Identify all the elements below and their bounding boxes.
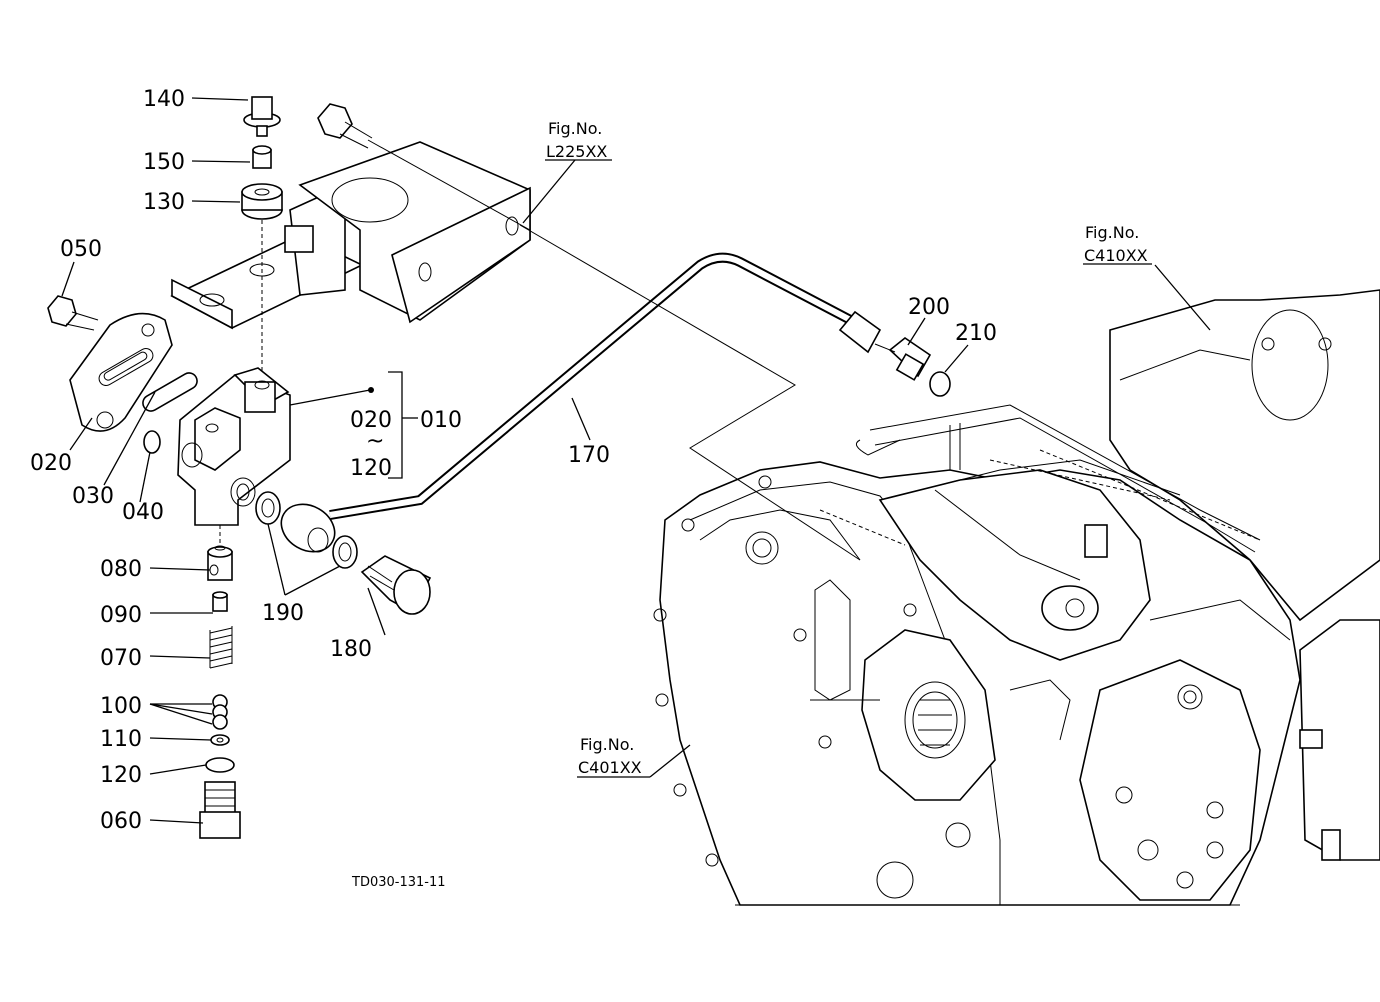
fig-ref-c410-code: C410XX: [1084, 246, 1148, 265]
label-210: 210: [955, 321, 997, 346]
label-050: 050: [60, 237, 102, 262]
housing-drawing: [653, 289, 1380, 906]
label-130: 130: [143, 190, 185, 215]
label-140: 140: [143, 87, 185, 112]
label-120: 120: [100, 763, 142, 788]
label-040: 040: [122, 500, 164, 525]
label-020-range-start: 020: [350, 408, 392, 433]
label-030: 030: [72, 484, 114, 509]
label-150: 150: [143, 150, 185, 175]
label-200: 200: [908, 295, 950, 320]
fig-ref-c401-title: Fig.No.: [580, 735, 634, 754]
reference-lines: [519, 159, 1211, 778]
label-080: 080: [100, 557, 142, 582]
fig-ref-c410-title: Fig.No.: [1085, 223, 1139, 242]
label-100: 100: [100, 694, 142, 719]
label-190: 190: [262, 601, 304, 626]
label-010: 010: [420, 408, 462, 433]
drawing-code: TD030-131-11: [351, 875, 446, 890]
figure-references: Fig.No. L225XX Fig.No. C410XX Fig.No. C4…: [546, 119, 1148, 777]
fig-ref-l225-code: L225XX: [546, 142, 607, 161]
valve-parts-drawing: [47, 96, 291, 839]
label-060: 060: [100, 809, 142, 834]
fig-ref-c401-code: C401XX: [578, 758, 642, 777]
label-180: 180: [330, 637, 372, 662]
fig-ref-l225-title: Fig.No.: [548, 119, 602, 138]
label-020: 020: [30, 451, 72, 476]
label-120-range-end: 120: [350, 456, 392, 481]
leader-lines: [61, 97, 969, 824]
range-tilde: ~: [366, 429, 384, 454]
label-170: 170: [568, 443, 610, 468]
part-labels: 140 150 130 050 020 030 040 020 010 ~ 12…: [30, 87, 997, 834]
label-070: 070: [100, 646, 142, 671]
pipe-drawing: [255, 252, 951, 615]
label-110: 110: [100, 727, 142, 752]
label-090: 090: [100, 603, 142, 628]
bracket-drawing: [170, 103, 531, 330]
